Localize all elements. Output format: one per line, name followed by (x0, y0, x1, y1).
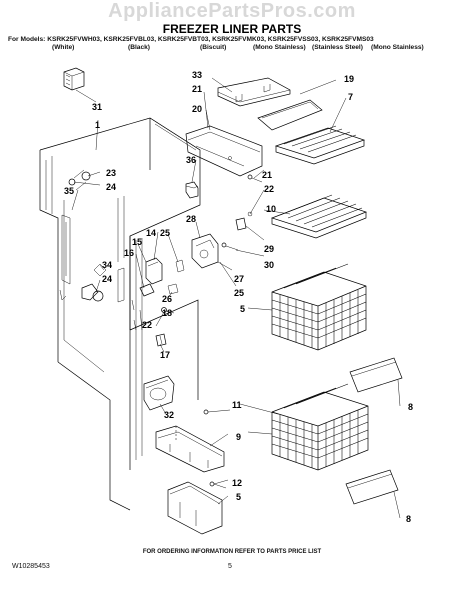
callout-25b: 25 (234, 288, 244, 298)
models-line: For Models: KSRK25FVWH03, KSRK25FVBL03, … (8, 36, 374, 43)
callout-24b: 24 (102, 274, 112, 284)
part-10-shelf (270, 194, 368, 239)
part-5-lower-basket (271, 383, 369, 471)
callout-30: 30 (264, 260, 274, 270)
page-title: FREEZER LINER PARTS (162, 22, 302, 36)
callout-19: 19 (344, 74, 354, 84)
callout-35: 35 (64, 186, 74, 196)
callout-27: 27 (234, 274, 244, 284)
callout-25: 25 (160, 228, 170, 238)
leader-lines (71, 77, 401, 519)
part-32-housing (143, 375, 175, 411)
variant-stainless-steel: (Stainless Steel) (312, 44, 363, 51)
callout-33: 33 (192, 70, 202, 80)
callout-21: 21 (192, 84, 202, 94)
part-7-shelf (274, 125, 366, 165)
callout-31: 31 (92, 102, 102, 112)
part-30-screw (221, 242, 239, 251)
part-33-cover (217, 77, 291, 107)
part-31-clip (63, 67, 85, 91)
variant-biscuit: (Biscuit) (200, 44, 227, 51)
footer-note: FOR ORDERING INFORMATION REFER TO PARTS … (142, 549, 322, 555)
callout-22: 22 (264, 184, 274, 194)
part-8-lower-trim (345, 469, 399, 505)
callout-11: 11 (232, 400, 242, 410)
watermark: AppliancePartsPros.com (108, 0, 356, 22)
callout-10: 10 (266, 204, 276, 214)
doc-number: W10285453 (12, 563, 50, 570)
callout-7: 7 (348, 92, 353, 102)
part-12-cover (167, 481, 227, 535)
callout-9: 9 (236, 432, 241, 442)
part-21-screw (247, 174, 263, 183)
control-assembly (139, 257, 185, 297)
variant-mono-stainless: (Mono Stainless) (253, 44, 306, 51)
part-36-block (185, 181, 199, 199)
callout-24: 24 (106, 182, 116, 192)
page-number: 5 (228, 563, 232, 570)
variant-mono-stainless-2: (Mono Stainless) (371, 44, 424, 51)
callout-8b: 8 (406, 514, 411, 524)
freezer-liner (39, 117, 201, 511)
callout-5b: 5 (236, 492, 241, 502)
callout-26: 26 (162, 294, 172, 304)
callout-34: 34 (102, 260, 112, 270)
callout-5: 5 (240, 304, 245, 314)
callout-16: 16 (124, 248, 134, 258)
part-5-upper-basket (271, 263, 367, 351)
callout-20: 20 (192, 104, 202, 114)
part-29-clip (235, 211, 253, 231)
variant-black: (Black) (128, 44, 150, 51)
part-19-pane (257, 99, 323, 131)
callout-12: 12 (232, 478, 242, 488)
callout-8: 8 (408, 402, 413, 412)
callout-23: 23 (106, 168, 116, 178)
callout-17: 17 (160, 350, 170, 360)
part-9-bracket (155, 425, 225, 473)
callout-36: 36 (186, 155, 196, 165)
part-11-screw (203, 409, 231, 415)
callout-14: 14 (146, 228, 156, 238)
callout-29: 29 (264, 244, 274, 254)
callout-22b: 22 (142, 320, 152, 330)
variant-white: (White) (52, 44, 75, 51)
callout-18: 18 (162, 308, 172, 318)
callout-28: 28 (186, 214, 196, 224)
lamp-socket (81, 263, 107, 302)
callout-15: 15 (132, 237, 142, 247)
callout-1: 1 (95, 120, 100, 130)
part-20-bracket (185, 125, 263, 177)
part-8-upper-trim (349, 357, 403, 393)
callout-21b: 21 (262, 170, 272, 180)
part-28-housing (191, 233, 219, 269)
callout-32: 32 (164, 410, 174, 420)
